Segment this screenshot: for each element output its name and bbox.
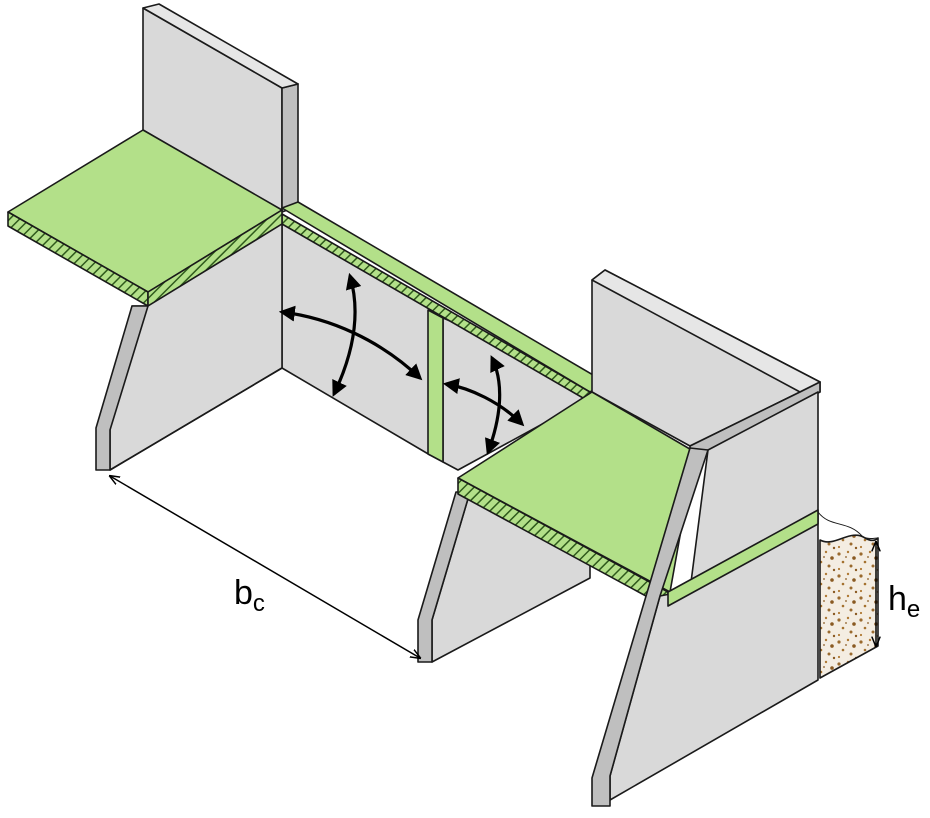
left-back-wall-side <box>281 83 299 213</box>
he-label-base: h <box>888 580 907 618</box>
bc-label-subscript: c <box>253 590 265 617</box>
bc-dimension-line <box>110 476 420 658</box>
middle-counterfort-side <box>417 491 471 663</box>
floor-edge-left <box>109 367 283 471</box>
right-wall-slab-band <box>667 509 819 607</box>
soil-backfill <box>819 534 879 679</box>
green-column <box>427 309 444 463</box>
bc-label-base: b <box>234 574 253 612</box>
he-label: he <box>888 580 920 623</box>
bending-arrow-vertical-right <box>485 355 505 455</box>
bending-arrow-vertical-left <box>332 272 362 397</box>
soil-surface-line <box>817 511 879 539</box>
he-label-subscript: e <box>907 596 920 623</box>
right-front-wall-side <box>591 447 709 807</box>
left-back-wall-top <box>142 3 299 89</box>
bc-label: bc <box>234 574 265 617</box>
left-counterfort-side <box>95 305 149 471</box>
bending-arrow-horizontal-right <box>442 378 525 427</box>
